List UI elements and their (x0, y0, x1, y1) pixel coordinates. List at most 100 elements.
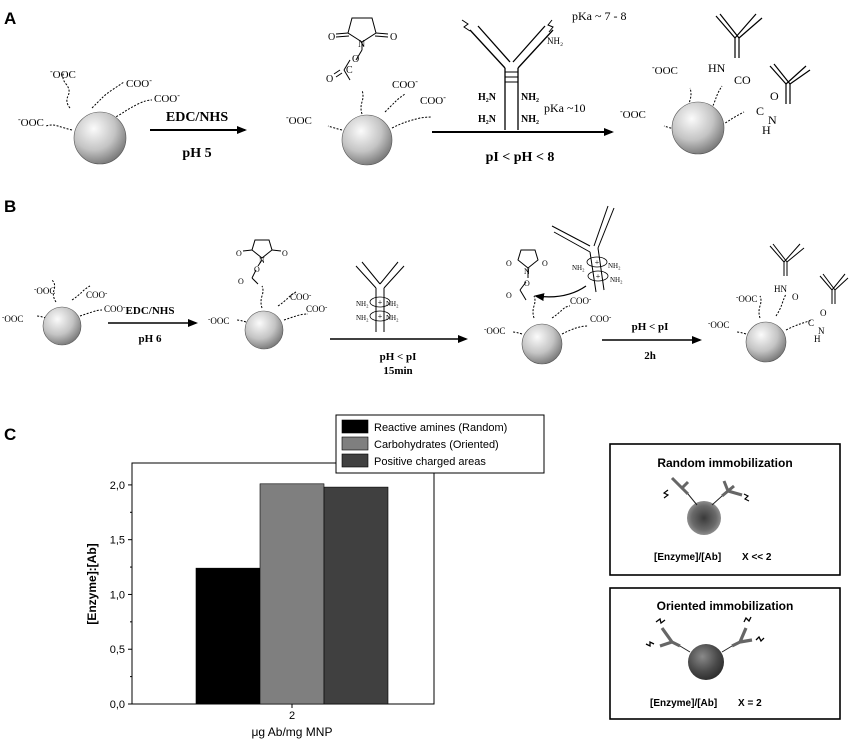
atom-label: H (762, 123, 771, 137)
nh2-label: NH₂ (547, 36, 563, 46)
coo-label: -OOC (208, 315, 229, 326)
plus-charge: + (595, 258, 600, 267)
bars (195, 483, 389, 705)
antibody-b (355, 261, 405, 332)
nh2-label: NH₂ (356, 314, 369, 322)
coo-label: COO- (392, 77, 418, 91)
bar (195, 567, 261, 705)
inset-oriented: Oriented immobilization [Enzyme]/[Ab] X … (609, 587, 841, 720)
inset-title: Oriented immobilization (657, 599, 794, 613)
atom-label: O (506, 291, 512, 300)
nh2-label: NH₂ (521, 114, 539, 125)
coo-label: COO- (290, 291, 312, 302)
bead-b2 (235, 239, 309, 350)
y-tick-label: 0,0 (110, 699, 125, 711)
coo-label: COO- (590, 313, 612, 324)
atom-label: O (506, 259, 512, 268)
atom-label: O (326, 74, 333, 85)
y-tick-label: 2,0 (110, 480, 125, 492)
atom-label: O (542, 259, 548, 268)
atom-label: O (352, 54, 359, 65)
coo-label: COO- (154, 91, 180, 105)
condition-label-b3: pH < pI (632, 321, 669, 333)
panel-label-a: A (4, 9, 16, 28)
coo-label: -OOC (18, 115, 44, 129)
coo-label: COO- (306, 303, 328, 314)
atom-label: O (770, 89, 779, 103)
reagent-label-a1: EDC/NHS (166, 110, 228, 125)
h2n-label: H₂N (478, 114, 497, 125)
condition-label-a1: pH 5 (182, 146, 211, 161)
y-tick-label: 1,5 (110, 535, 125, 547)
coo-label: -OOC (2, 313, 23, 324)
condition-label-b2: pH < pI (380, 351, 417, 363)
inset-title: Random immobilization (657, 456, 792, 470)
x-axis-label: μg Ab/mg MNP (252, 725, 333, 739)
pka-label: pKa ~ 7 - 8 (572, 9, 626, 23)
atom-label: O (792, 292, 799, 302)
inset-random: Random immobilization [Enzyme]/[Ab] X <<… (609, 443, 841, 576)
legend: Reactive amines (Random) Carbohydrates (… (335, 414, 545, 474)
atom-label: O (238, 277, 244, 286)
inset-ratio-value: X << 2 (742, 552, 772, 563)
legend-swatch (341, 436, 369, 451)
hn-label: HN (708, 61, 726, 75)
atom-label: C (346, 65, 353, 76)
panel-label-c: C (4, 425, 16, 444)
atom-label: O (390, 32, 397, 43)
atom-label: N (768, 113, 777, 127)
bead-b3 (511, 205, 615, 365)
co-label: CO (734, 73, 751, 87)
plus-charge: + (378, 312, 383, 321)
y-tick-label: 0,5 (110, 644, 125, 656)
legend-swatch (341, 419, 369, 434)
coo-label: -OOC (736, 293, 757, 304)
plus-charge: + (378, 298, 383, 307)
bar-chart: 0,00,51,01,52,0 2 μg Ab/mg MNP [Enzyme]:… (85, 414, 545, 739)
atom-label: O (820, 308, 827, 318)
coo-label: -OOC (50, 67, 76, 81)
bead-a3 (663, 13, 811, 155)
coo-label: -OOC (34, 285, 55, 296)
atom-label: C (808, 318, 814, 328)
panel-label-b: B (4, 197, 16, 216)
bead-a2 (327, 17, 433, 166)
hn-label: HN (774, 284, 787, 294)
coo-label: -OOC (652, 63, 678, 77)
reagent-label-b1: EDC/NHS (126, 305, 175, 317)
atom-label: H (814, 334, 821, 344)
x-tick-label: 2 (289, 710, 295, 722)
bead-a1 (45, 71, 153, 165)
nh2-label: NH₂ (572, 264, 585, 272)
atom-label: C (756, 104, 764, 118)
nh2-label: NH₂ (386, 314, 399, 322)
atom-label: N (358, 39, 365, 50)
y-axis-label: [Enzyme]:[Ab] (85, 543, 99, 624)
coo-label: -OOC (484, 325, 505, 336)
atom-label: N (524, 267, 530, 276)
nh2-label: NH₂ (610, 276, 623, 284)
legend-entry: Reactive amines (Random) (374, 422, 507, 434)
plus-charge: + (596, 272, 601, 281)
coo-label: -OOC (286, 113, 312, 127)
bead-b4 (735, 243, 849, 363)
legend-entry: Carbohydrates (Oriented) (374, 439, 499, 451)
time-label-b2: 15min (383, 365, 412, 377)
legend-entry: Positive charged areas (374, 456, 486, 468)
atom-label: O (254, 265, 260, 274)
atom-label: O (524, 279, 530, 288)
coo-label: COO- (86, 289, 108, 300)
bar (323, 486, 389, 705)
atom-label: O (282, 249, 288, 258)
coo-label: COO- (420, 93, 446, 107)
atom-label: O (328, 32, 335, 43)
coo-label: -OOC (620, 107, 646, 121)
nh2-label: NH₂ (356, 300, 369, 308)
atom-label: O (236, 249, 242, 258)
inset-ratio-label: [Enzyme]/[Ab] (654, 552, 721, 563)
y-axis: 0,00,51,01,52,0 (110, 480, 132, 711)
coo-label: COO- (104, 303, 126, 314)
antibody-a (461, 19, 554, 130)
bar (259, 483, 325, 705)
